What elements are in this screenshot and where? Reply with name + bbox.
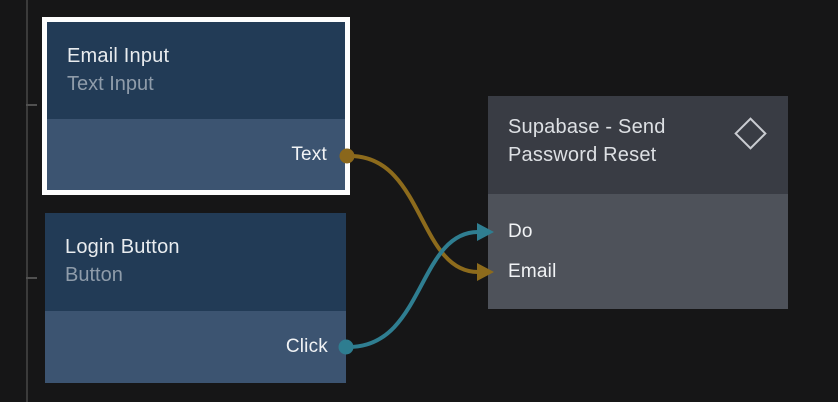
port-label: Do — [508, 221, 533, 242]
node-ports-section: Text — [47, 119, 345, 190]
node-header[interactable]: Supabase - Send Password Reset — [488, 96, 788, 194]
port-label: Text — [291, 143, 327, 165]
port-label: Click — [285, 336, 328, 357]
ruler-tick — [26, 104, 37, 106]
node-title: Login Button — [65, 236, 180, 258]
node-supabase-send-password-reset[interactable]: Supabase - Send Password Reset Do Email — [488, 96, 788, 309]
node-title: Email Input — [67, 45, 170, 67]
output-port-click[interactable]: Click — [45, 311, 346, 383]
wire-click-to-do[interactable] — [347, 230, 480, 349]
node-type-label: Text Input — [67, 73, 154, 95]
node-ports-section: Do Email — [488, 194, 788, 309]
node-type-label: Button — [65, 264, 123, 286]
input-port-email[interactable]: Email — [488, 252, 788, 292]
node-header[interactable]: Email Input Text Input — [47, 22, 345, 119]
node-email-input[interactable]: Email Input Text Input Text — [47, 22, 345, 190]
diamond-icon — [734, 117, 767, 150]
node-login-button[interactable]: Login Button Button Click — [45, 213, 346, 383]
node-ports-section: Click — [45, 311, 346, 383]
canvas-edge-line — [26, 0, 28, 402]
ruler-tick — [26, 277, 37, 279]
node-title: Supabase - Send Password Reset — [508, 116, 666, 166]
output-port-text[interactable]: Text — [47, 119, 345, 190]
wire-text-to-email[interactable] — [348, 154, 480, 274]
port-label: Email — [508, 261, 557, 282]
input-port-do[interactable]: Do — [488, 212, 788, 252]
node-header[interactable]: Login Button Button — [45, 213, 346, 311]
